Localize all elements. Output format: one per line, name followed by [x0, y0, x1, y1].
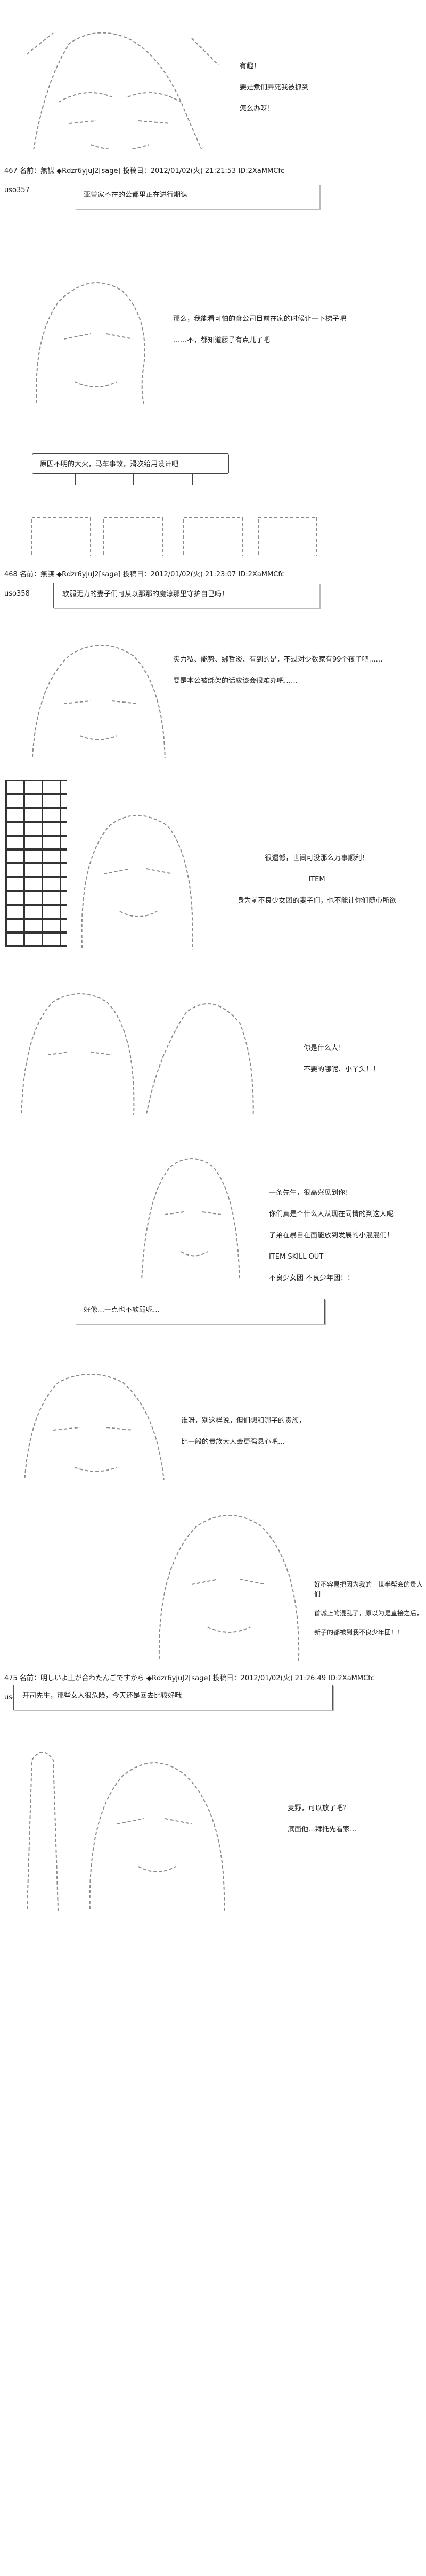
- ascii-art-character: [21, 615, 176, 758]
- dialogue-line: 有趣！: [240, 62, 261, 70]
- dialogue-line: 不要的哪呢、小丫头！！: [304, 1066, 380, 1074]
- dialogue-line: 不良少女团 不良少年团！！: [269, 1274, 355, 1282]
- ascii-art-characters: [21, 1719, 298, 1911]
- post-header-meta: 467 名前：無謀 ◆Rdzr6yjuJ2[sage] 投稿日：2012/01/…: [4, 167, 285, 175]
- bubble-text: 原因不明的大火，马车事故，滑次给用设计吧: [40, 460, 179, 468]
- bubble-tail: [75, 474, 76, 485]
- dialogue-line: ITEM SKILL OUT: [269, 1253, 324, 1261]
- dialogue-line: 首城上的混乱了，原以为是直接之后，: [314, 1609, 423, 1617]
- dialogue-p9: 麦野，可以放了吧？ 滨面他…拜托先看家…: [288, 1793, 421, 1846]
- ascii-art-character-group: [21, 3, 224, 149]
- post-header-meta: 475 名前：明しいよ上が合わたんごですから ◆Rdzr6yjuJ2[sage]…: [4, 1674, 374, 1682]
- dialogue-line: 一条先生，很高兴见到你！: [269, 1189, 353, 1197]
- narration-box-3: 好像…一点也不软弱呢…: [75, 1299, 325, 1324]
- dialogue-p4: 很遗憾，世间可没那么万事顺利！ ITEM 身为前不良少女团的妻子们，也不能让你们…: [210, 843, 423, 917]
- ascii-art-character: [149, 1485, 309, 1661]
- post-header-tail: uso357: [4, 186, 30, 194]
- dialogue-p1: 有趣！ 要是煮们弄死我被抓到 怎么办呀！: [240, 51, 421, 125]
- dialogue-line: 谁呀，别这样说，但们想和哪子的贵族，: [181, 1417, 306, 1425]
- ascii-art-character: [72, 780, 202, 950]
- post-header-475: 475 名前：明しいよ上が合わたんごですから ◆Rdzr6yjuJ2[sage]…: [4, 1664, 422, 1712]
- brick-wall-background: [5, 780, 67, 947]
- narration-box-1: 亚兽家不在的公都里正在进行期谋: [75, 184, 320, 209]
- post-header-meta: 468 名前：無謀 ◆Rdzr6yjuJ2[sage] 投稿日：2012/01/…: [4, 571, 285, 579]
- dialogue-line: 子弟在暴自在面能放到发展的小混混们！: [269, 1232, 394, 1240]
- ascii-art-characters: [11, 961, 261, 1115]
- dialogue-p8: 好不容易把因为我的一世半帮会的贵人们 首城上的混乱了，原以为是直接之后， 新子的…: [314, 1570, 423, 1647]
- dialogue-line: 要是本公被绑架的话应该会很难办吧……: [173, 677, 298, 685]
- dialogue-p3: 实力私、能势、绑哲淡、有到的是，不过对少数家有99个孩子吧…… 要是本公被绑架的…: [173, 644, 421, 697]
- narration-text: 亚兽家不在的公都里正在进行期谋: [84, 191, 188, 199]
- dialogue-p5: 你是什么人！ 不要的哪呢、小丫头！！: [304, 1033, 421, 1086]
- dialogue-line: 身为前不良少女团的妻子们，也不能让你们随心所欲: [237, 897, 397, 905]
- post-header-tail: uso358: [4, 590, 30, 598]
- bubble-tail: [192, 474, 193, 485]
- dialogue-line: 好不容易把因为我的一世半帮会的贵人们: [314, 1581, 423, 1598]
- post-header-467: 467 名前：無謀 ◆Rdzr6yjuJ2[sage] 投稿日：2012/01/…: [4, 157, 422, 205]
- dialogue-line: 麦野，可以放了吧？: [288, 1804, 350, 1812]
- dialogue-line: ITEM: [308, 876, 325, 884]
- dialogue-line: 比一般的贵族大人会更强悬心吧…: [181, 1438, 285, 1446]
- ascii-art-character: [16, 1341, 176, 1480]
- dialogue-line: 怎么办呀！: [240, 105, 275, 113]
- dialogue-line: 实力私、能势、绑哲淡、有到的是，不过对少数家有99个孩子吧……: [173, 656, 383, 664]
- bubble-tail: [133, 474, 134, 485]
- narration-box-2: 软弱无力的妻子们可从以那那的魔淳那里守护自己吗！: [53, 583, 320, 608]
- post-header-468: 468 名前：無謀 ◆Rdzr6yjuJ2[sage] 投稿日：2012/01/…: [4, 560, 422, 608]
- dialogue-p6: 一条先生，很高兴见到你！ 你们真是个什么人从现在同情的到这人呢 子弟在暴自在面能…: [269, 1177, 423, 1294]
- narration-text: 开司先生，那些女人很危险，今天还是回去比较好哦: [22, 1692, 182, 1700]
- dialogue-p7: 谁呀，别这样说，但们想和哪子的贵族， 比一般的贵族大人会更强悬心吧…: [181, 1405, 421, 1458]
- dialogue-line: 很遗憾，世间可没那么万事顺利！: [265, 854, 369, 862]
- dialogue-line: 你们真是个什么人从现在同情的到这人呢: [269, 1210, 394, 1218]
- dialogue-line: 要是煮们弄死我被抓到: [240, 84, 309, 92]
- dialogue-line: ……不，都知道藤子有点儿了吧: [173, 336, 271, 344]
- ascii-art-character: [21, 240, 165, 404]
- dialogue-line: 你是什么人！: [304, 1044, 346, 1052]
- dialogue-p2: 那么，我能看可怕的食公司目前在家的时候让一下梯子吧 ……不，都知道藤子有点儿了吧: [173, 303, 421, 357]
- ascii-art-characters-row: [29, 492, 327, 556]
- narration-text: 好像…一点也不软弱呢…: [84, 1306, 160, 1314]
- ascii-art-characters: [133, 1126, 266, 1280]
- narration-text: 软弱无力的妻子们可从以那那的魔淳那里守护自己吗！: [62, 590, 229, 598]
- narration-box-4: 开司先生，那些女人很危险，今天还是回去比较好哦: [13, 1685, 333, 1710]
- dialogue-line: 滨面他…拜托先看家…: [288, 1826, 357, 1834]
- speech-bubble-1: 原因不明的大火，马车事故，滑次给用设计吧: [32, 453, 229, 474]
- dialogue-line: 那么，我能看可怕的食公司目前在家的时候让一下梯子吧: [173, 315, 347, 323]
- dialogue-line: 新子的都被到我不良少年团！！: [314, 1629, 404, 1636]
